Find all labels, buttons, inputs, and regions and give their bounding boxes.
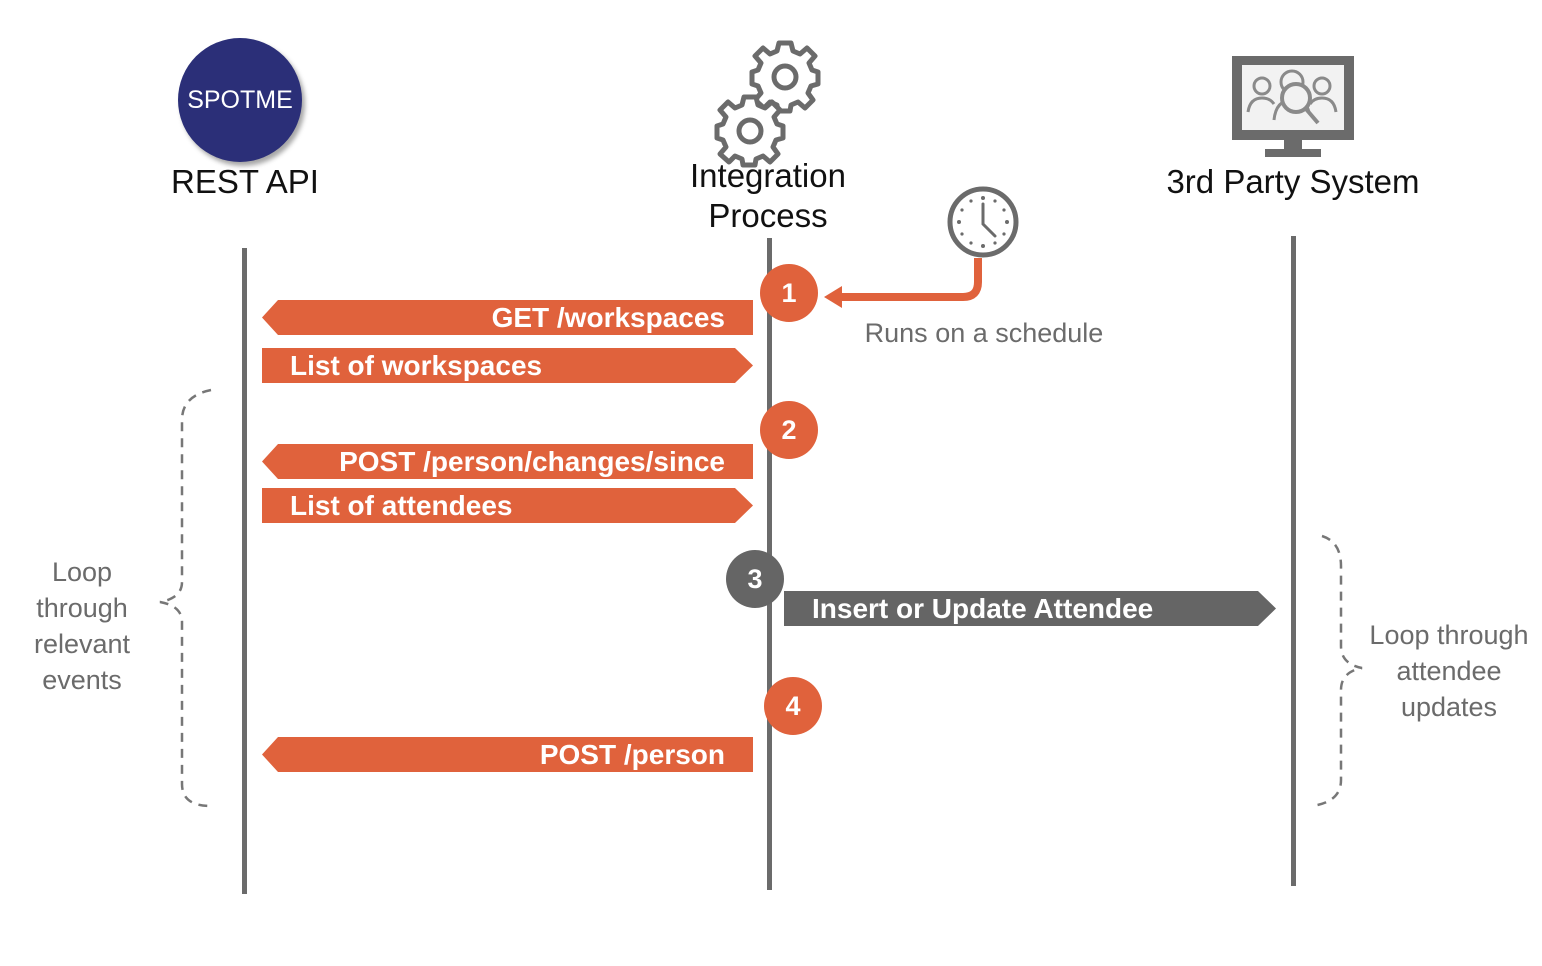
right-loop-line1: Loop through bbox=[1369, 620, 1529, 650]
step-3-badge: 3 bbox=[726, 550, 784, 608]
integration-label-line2: Process bbox=[708, 197, 828, 234]
step-4-badge: 4 bbox=[764, 677, 822, 735]
list-attendees-arrow: List of attendees bbox=[262, 488, 753, 523]
left-loop-line1: Loop bbox=[51, 557, 113, 587]
rest-api-label: REST API bbox=[171, 163, 319, 200]
right-loop-line3: updates bbox=[1400, 692, 1498, 722]
left-loop-line3: relevant bbox=[33, 629, 131, 659]
right-loop-label: Loop through attendee updates bbox=[1352, 617, 1542, 725]
list-workspaces-arrow: List of workspaces bbox=[262, 348, 753, 383]
integration-label-line1: Integration bbox=[690, 157, 846, 194]
right-loop-line2: attendee bbox=[1396, 656, 1502, 686]
step-2-badge: 2 bbox=[760, 401, 818, 459]
left-loop-line4: events bbox=[42, 665, 122, 695]
post-person-arrow: POST /person bbox=[262, 737, 753, 772]
third-party-lifeline bbox=[1291, 236, 1296, 886]
get-workspaces-arrow: GET /workspaces bbox=[262, 300, 753, 335]
rest-api-lifeline bbox=[242, 248, 247, 894]
spotme-logo: SPOTME bbox=[178, 38, 302, 162]
step-1-badge: 1 bbox=[760, 264, 818, 322]
left-loop-line2: through bbox=[36, 593, 128, 623]
third-party-label: 3rd Party System bbox=[1166, 163, 1420, 200]
insert-update-arrow: Insert or Update Attendee bbox=[784, 591, 1276, 626]
schedule-label: Runs on a schedule bbox=[864, 318, 1104, 348]
spotme-logo-text: SPOTME bbox=[187, 85, 293, 114]
left-loop-label: Loop through relevant events bbox=[12, 554, 152, 698]
post-changes-arrow: POST /person/changes/since bbox=[262, 444, 753, 479]
